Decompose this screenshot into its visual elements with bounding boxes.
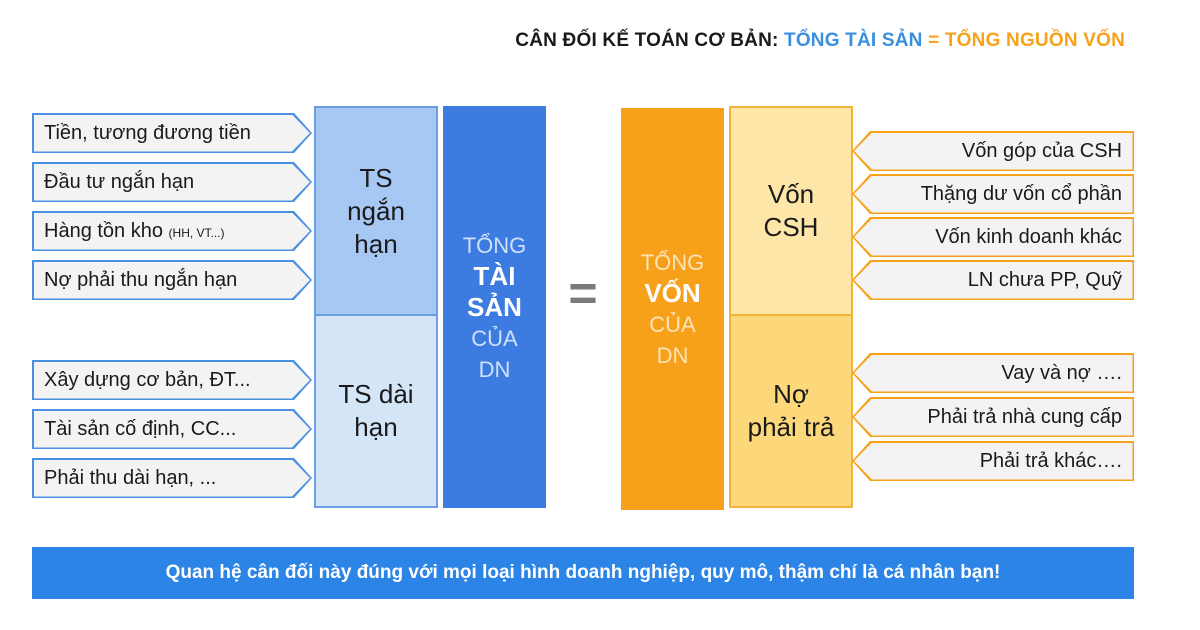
title-equals: = — [922, 30, 945, 51]
asset-item-short-investment: Đầu tư ngắn hạn — [32, 162, 312, 202]
asset-item-cash: Tiền, tương đương tiền — [32, 113, 312, 153]
equity-item-share-premium: Thặng dư vốn cổ phần — [852, 174, 1134, 214]
title-total-capital: TỔNG NGUỒN VỐN — [944, 30, 1125, 51]
inventory-note: (HH, VT...) — [168, 225, 225, 240]
long-term-assets-box: TS dài hạn — [314, 316, 438, 508]
liabilities-box: Nợ phải trả — [729, 316, 853, 508]
equity-box: Vốn CSH — [729, 106, 853, 316]
liability-item-loans: Vay và nợ …. — [852, 353, 1134, 393]
page-title: CÂN ĐỐI KẾ TOÁN CƠ BẢN: TỔNG TÀI SẢN = T… — [0, 30, 1125, 52]
total-assets-box: TỔNG TÀI SẢN CỦA DN — [443, 106, 546, 508]
equals-sign: = — [568, 265, 598, 321]
title-prefix: CÂN ĐỐI KẾ TOÁN CƠ BẢN: — [515, 30, 785, 51]
asset-item-short-receivable: Nợ phải thu ngắn hạn — [32, 260, 312, 300]
footer-banner: Quan hệ cân đối này đúng với mọi loại hì… — [32, 547, 1134, 599]
asset-item-fixed-assets: Tài sản cố định, CC... — [32, 409, 312, 449]
short-term-assets-box: TS ngắn hạn — [314, 106, 438, 316]
title-total-assets: TỔNG TÀI SẢN — [784, 30, 923, 51]
total-capital-box: TỔNG VỐN CỦA DN — [621, 108, 724, 510]
inventory-label: Hàng tồn kho — [44, 219, 163, 242]
asset-item-inventory: Hàng tồn kho (HH, VT...) — [32, 211, 312, 251]
equity-item-contributed: Vốn góp của CSH — [852, 131, 1134, 171]
asset-item-long-receivable: Phải thu dài hạn, ... — [32, 458, 312, 498]
asset-item-construction: Xây dựng cơ bản, ĐT... — [32, 360, 312, 400]
liability-item-suppliers: Phải trả nhà cung cấp — [852, 397, 1134, 437]
equity-item-retained-earnings: LN chưa PP, Quỹ — [852, 260, 1134, 300]
equity-item-other-capital: Vốn kinh doanh khác — [852, 217, 1134, 257]
liability-item-other: Phải trả khác…. — [852, 441, 1134, 481]
